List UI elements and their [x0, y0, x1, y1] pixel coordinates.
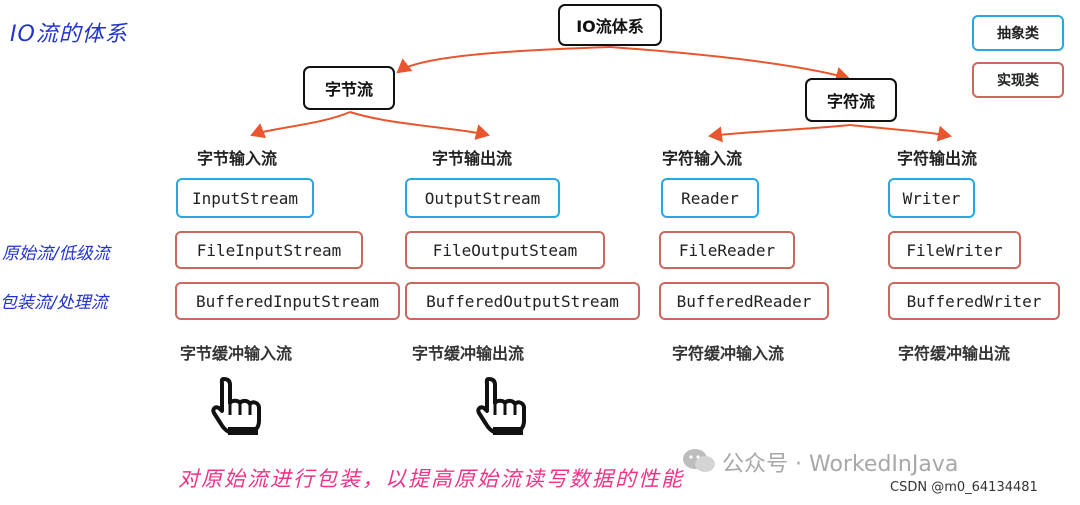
- legend-impl: 实现类: [972, 62, 1064, 98]
- header-byte-input: 字节输入流: [197, 149, 278, 168]
- class-fileinputstream: FileInputStream: [175, 231, 363, 269]
- side-label-buffered: 包装流/处理流: [0, 293, 108, 313]
- class-bufferedwriter: BufferedWriter: [888, 282, 1060, 320]
- csdn-credit: CSDN @m0_64134481: [890, 480, 1038, 495]
- arrow-byte-to-output: [349, 111, 490, 140]
- footer-byte-buffered-output: 字节缓冲输出流: [412, 344, 525, 363]
- footer-char-buffered-input: 字符缓冲输入流: [672, 344, 785, 363]
- root-node: IO流体系: [558, 4, 662, 46]
- header-byte-output: 字节输出流: [432, 149, 513, 168]
- class-bufferedoutputstream: BufferedOutputStream: [405, 282, 640, 320]
- class-outputstream: OutputStream: [405, 178, 560, 218]
- footer-byte-buffered-input: 字节缓冲输入流: [180, 344, 293, 363]
- page-title: IO流的体系: [10, 22, 128, 47]
- class-filereader: FileReader: [659, 231, 795, 269]
- class-filewriter: FileWriter: [888, 231, 1021, 269]
- class-bufferedinputstream: BufferedInputStream: [175, 282, 400, 320]
- bottom-note: 对原始流进行包装，以提高原始流读写数据的性能: [178, 467, 684, 491]
- class-writer: Writer: [888, 178, 975, 218]
- category-byte-stream: 字节流: [303, 66, 395, 110]
- pointing-hand-icon: [211, 377, 261, 435]
- watermark: 公众号 · WorkedInJava: [722, 452, 959, 477]
- arrow-byte-to-input: [250, 111, 351, 139]
- class-fileoutputsteam: FileOutputSteam: [405, 231, 605, 269]
- arrow-char-to-output: [849, 124, 952, 142]
- category-char-stream: 字符流: [805, 78, 897, 122]
- side-label-raw: 原始流/低级流: [2, 244, 110, 264]
- arrow-char-to-input: [708, 124, 851, 143]
- legend-abstract: 抽象类: [972, 15, 1064, 51]
- header-char-input: 字符输入流: [662, 149, 743, 168]
- class-bufferedreader: BufferedReader: [659, 282, 829, 320]
- arrow-root-to-byte: [396, 46, 611, 74]
- wechat-icon: [683, 449, 715, 472]
- header-char-output: 字符输出流: [897, 149, 978, 168]
- class-inputstream: InputStream: [176, 178, 314, 218]
- arrow-root-to-char: [609, 46, 850, 83]
- class-reader: Reader: [661, 178, 759, 218]
- pointing-hand-icon: [476, 377, 526, 435]
- footer-char-buffered-output: 字符缓冲输出流: [898, 344, 1011, 363]
